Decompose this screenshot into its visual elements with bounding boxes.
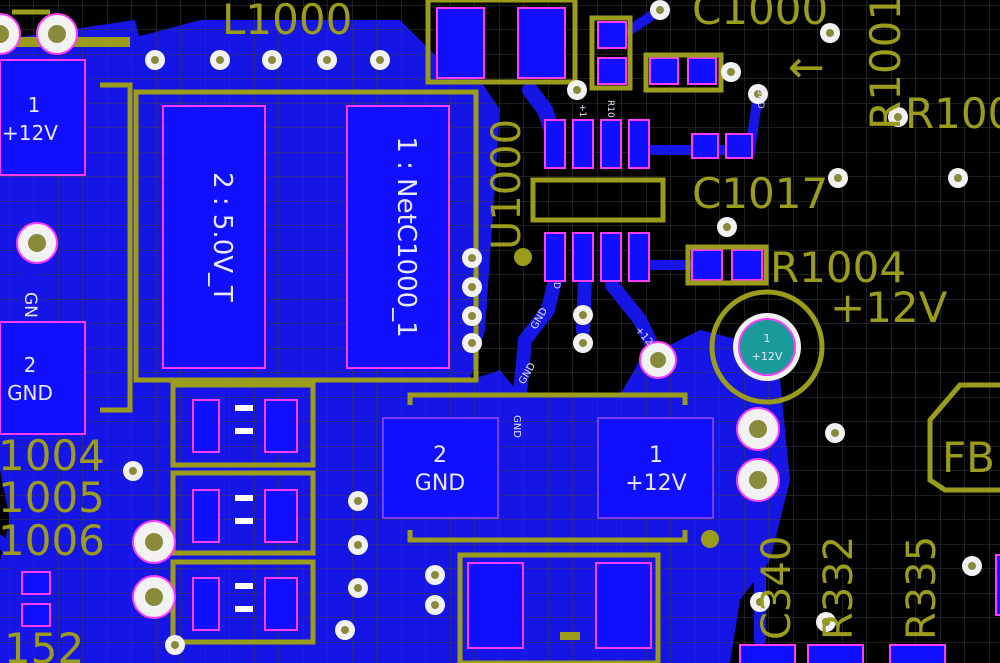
r1004-pad-2[interactable] — [731, 249, 763, 281]
r1004-pad-1[interactable] — [691, 249, 723, 281]
ref-r335: R335 — [899, 536, 945, 640]
ref-c1017: C1017 — [692, 169, 828, 218]
r332-pad[interactable] — [807, 644, 864, 663]
q-pad-1b[interactable] — [264, 399, 298, 453]
u1000-pin-3[interactable] — [600, 119, 622, 169]
u1000-pin-1[interactable] — [544, 119, 566, 169]
u1000-pin-7[interactable] — [572, 232, 594, 282]
r335-pad[interactable] — [889, 644, 946, 663]
tiny-pad-b[interactable] — [21, 603, 51, 627]
right-edge-pad[interactable] — [995, 554, 1000, 616]
trace-gn-label: GN — [20, 292, 40, 318]
cap-pad-12v[interactable] — [597, 417, 714, 519]
c340-pad[interactable] — [739, 644, 796, 663]
pad-top-b[interactable] — [517, 7, 566, 79]
ref-1004: 1004 — [0, 431, 105, 480]
u1000-pin-8[interactable] — [544, 232, 566, 282]
r1001-pad-1[interactable] — [649, 57, 679, 85]
u1000-pin-4[interactable] — [628, 119, 650, 169]
cap-pad-gnd-num: 2 — [433, 443, 447, 468]
ref-plus12v: +12V — [830, 283, 948, 332]
cap-pad-12v-num: 1 — [649, 443, 663, 468]
pad-layer: 1 +12V 2 GND GN 2 : 5.0V_T 1 : NetC1000_… — [0, 7, 1000, 663]
trace-label-r10: R10 — [605, 100, 615, 118]
cap-pad-gnd-net: GND — [415, 471, 465, 496]
tiny-pad-a[interactable] — [21, 571, 51, 595]
c1017-pad-2[interactable] — [725, 133, 753, 159]
r1001-pad-2[interactable] — [687, 57, 717, 85]
c1000-pad-2[interactable] — [597, 57, 627, 85]
pad-gnd-left-num: 2 — [24, 353, 37, 377]
c1000-pad-1[interactable] — [597, 21, 627, 49]
inductor-pad-2[interactable] — [162, 105, 266, 369]
q-pad-3b[interactable] — [264, 577, 298, 631]
trace-label-gnd-3: GND — [511, 415, 522, 438]
ref-fb: FB — [942, 433, 995, 482]
ref-r100x: R100 — [905, 89, 1000, 138]
ref-l1000: L1000 — [222, 0, 352, 44]
ref-r1001: R1001 — [861, 0, 910, 130]
inductor-pad-1-label: 1 : NetC1000_1 — [391, 136, 421, 337]
pad-12v-left-net: +12V — [2, 121, 58, 145]
ref-r1004: R1004 — [770, 243, 906, 292]
teal-pad-num: 1 — [764, 332, 771, 345]
q-pad-2a[interactable] — [192, 489, 220, 543]
pad-gnd-left-net: GND — [7, 381, 53, 405]
teal-pad-net: +12V — [752, 350, 783, 363]
inductor-pad-1[interactable] — [346, 105, 450, 369]
u1000-pin-5[interactable] — [628, 232, 650, 282]
ref-1006: 1006 — [0, 516, 105, 565]
bottom-pad-b[interactable] — [595, 562, 652, 649]
pad-12v-left[interactable] — [0, 59, 86, 176]
trace-label-gnd-vert: GND — [755, 88, 765, 109]
c1017-pad-1[interactable] — [691, 133, 719, 159]
u1000-pin-2[interactable] — [572, 119, 594, 169]
pad-top-a[interactable] — [436, 7, 485, 79]
arrow-marker: ← — [788, 42, 825, 93]
q-pad-3a[interactable] — [192, 577, 220, 631]
inductor-pad-2-label: 2 : 5.0V_T — [207, 172, 237, 302]
ref-1005: 1005 — [0, 473, 105, 522]
ref-c1000: C1000 — [692, 0, 828, 34]
u1000-pin-6[interactable] — [600, 232, 622, 282]
via-layer — [0, 0, 982, 655]
ref-r332: R332 — [816, 536, 862, 640]
cap-pad-gnd[interactable] — [382, 417, 499, 519]
ref-u1000: U1000 — [484, 119, 530, 250]
pad-12v-left-num: 1 — [28, 93, 41, 117]
q-pad-1a[interactable] — [192, 399, 220, 453]
ref-c340: C340 — [754, 536, 800, 640]
cap-pad-12v-net: +12V — [625, 471, 686, 496]
pad-gnd-left[interactable] — [0, 321, 86, 435]
trace-label-plus1: +1 — [577, 104, 587, 117]
bottom-pad-a[interactable] — [467, 562, 524, 649]
q-pad-2b[interactable] — [264, 489, 298, 543]
trace-label-d: D — [551, 282, 561, 289]
ref-152: 152 — [4, 624, 84, 663]
